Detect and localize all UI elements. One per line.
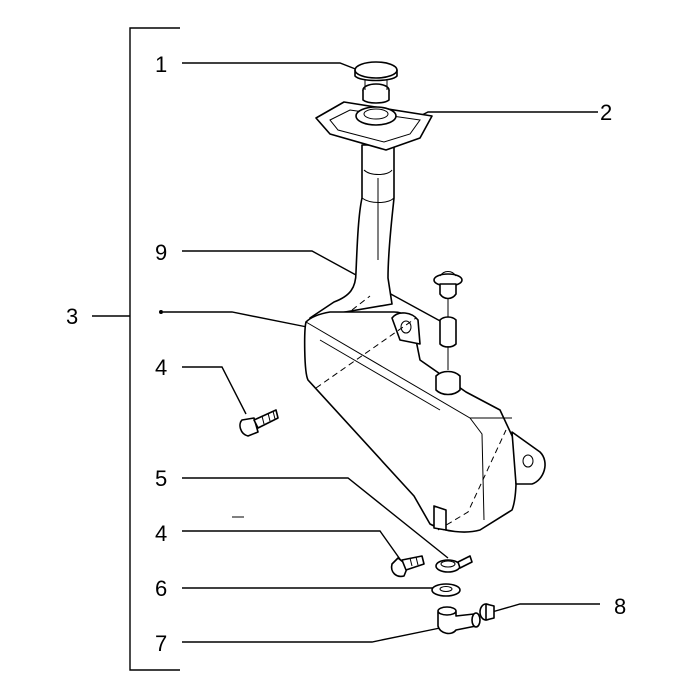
callout-label-4-screw-upper: 4 — [155, 355, 167, 380]
washer — [431, 583, 461, 597]
callout-label-7: 7 — [155, 631, 167, 656]
callout-label-3: 3 — [66, 304, 78, 329]
callout-label-4-screw-lower: 4 — [155, 521, 167, 546]
callout-label-6: 6 — [155, 576, 167, 601]
filler-cap — [354, 61, 398, 104]
callout-label-5: 5 — [155, 466, 167, 491]
gasket-plate — [315, 101, 433, 151]
screw-upper — [239, 409, 279, 437]
callout-label-9: 9 — [155, 240, 167, 265]
hose-plug — [479, 603, 495, 621]
level-sensor — [433, 271, 463, 396]
callout-label-1: 1 — [155, 52, 167, 77]
screw-lower — [390, 555, 425, 578]
callout-label-8: 8 — [614, 594, 626, 619]
leader-lines — [159, 62, 600, 643]
callout-label-2: 2 — [600, 100, 612, 125]
assembly-bracket — [92, 27, 180, 671]
reservoir-tank — [303, 144, 546, 533]
hose-clip — [435, 555, 473, 573]
elbow-fitting — [437, 606, 481, 635]
